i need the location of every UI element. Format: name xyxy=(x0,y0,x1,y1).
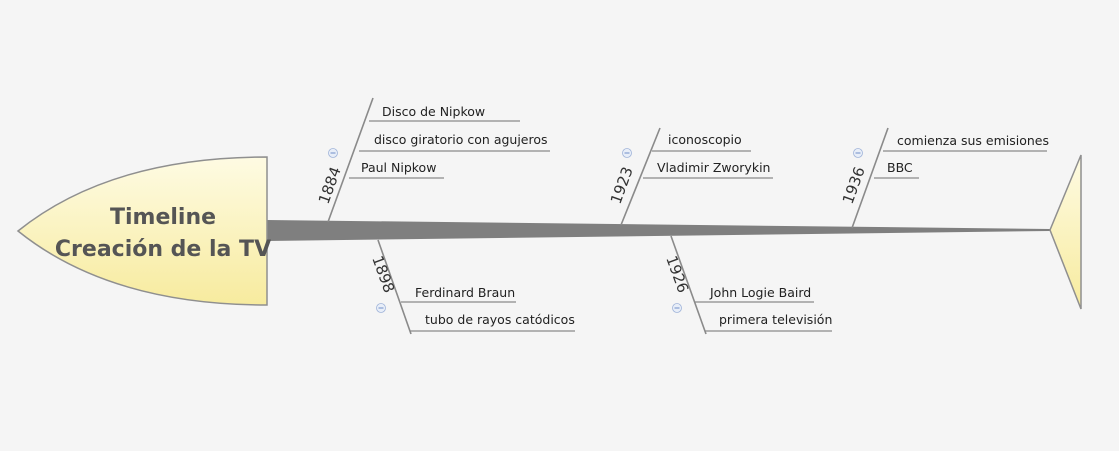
branch-1898-year: 1898 xyxy=(368,253,398,295)
branch-1884-year: 1884 xyxy=(315,164,345,206)
branch-1884-collapse-icon[interactable] xyxy=(328,148,338,158)
branch-1884-bone xyxy=(327,97,374,223)
branch-1884-item-1[interactable]: Disco de Nipkow xyxy=(382,104,485,119)
branch-1898-item-2[interactable]: tubo de rayos catódicos xyxy=(425,312,575,327)
branch-1936-collapse-icon[interactable] xyxy=(853,148,863,158)
branch-1926-item-2[interactable]: primera televisión xyxy=(719,312,832,327)
branch-1936[interactable]: 1936 comienza sus emisiones BBC xyxy=(839,127,1049,229)
branch-1898[interactable]: 1898 Ferdinard Braun tubo de rayos catód… xyxy=(368,239,575,335)
branch-1884[interactable]: 1884 Disco de Nipkow disco giratorio con… xyxy=(315,97,550,223)
branch-1898-bone xyxy=(377,239,412,335)
branch-1926-bone xyxy=(670,235,707,335)
central-topic[interactable]: Timeline Creación de la TV xyxy=(16,156,271,306)
fishbone-tail xyxy=(1049,154,1082,310)
branch-1884-item-2[interactable]: disco giratorio con agujeros xyxy=(374,132,548,147)
branch-1923-item-1[interactable]: iconoscopio xyxy=(668,132,742,147)
branch-1898-collapse-icon[interactable] xyxy=(376,303,386,313)
branch-1923-item-2[interactable]: Vladimir Zworykin xyxy=(657,160,770,175)
branch-1923[interactable]: 1923 iconoscopio Vladimir Zworykin xyxy=(607,127,773,226)
branch-1936-bone xyxy=(851,127,889,229)
branch-1923-collapse-icon[interactable] xyxy=(622,148,632,158)
branch-1884-item-3[interactable]: Paul Nipkow xyxy=(361,160,436,175)
branch-1926-collapse-icon[interactable] xyxy=(672,303,682,313)
branch-1936-year: 1936 xyxy=(839,164,869,206)
branch-1926[interactable]: 1926 John Logie Baird primera televisión xyxy=(662,235,832,335)
branch-1923-year: 1923 xyxy=(607,164,637,206)
branch-1936-item-2[interactable]: BBC xyxy=(887,160,913,175)
branch-1926-item-1[interactable]: John Logie Baird xyxy=(709,285,811,300)
branch-1926-year: 1926 xyxy=(662,253,692,295)
branch-1898-item-1[interactable]: Ferdinard Braun xyxy=(415,285,515,300)
central-topic-title-line-2: Creación de la TV xyxy=(55,237,271,262)
central-topic-shape xyxy=(16,156,268,306)
branch-1936-item-1[interactable]: comienza sus emisiones xyxy=(897,133,1049,148)
fishbone-spine xyxy=(267,220,1050,241)
branch-1923-bone xyxy=(620,127,661,226)
central-topic-title-line-1: Timeline xyxy=(110,205,216,230)
